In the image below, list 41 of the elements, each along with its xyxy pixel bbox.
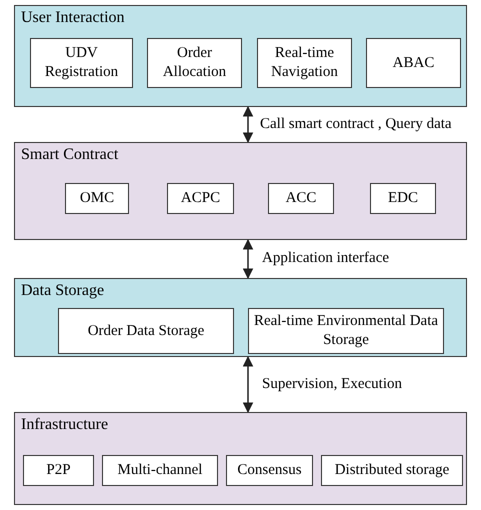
module-label: UDV Registration xyxy=(44,44,120,82)
module-label: OMC xyxy=(80,189,114,208)
module-box xyxy=(226,455,313,486)
layer-title: Smart Contract xyxy=(21,145,118,165)
layer-band xyxy=(14,5,467,107)
double-arrow xyxy=(242,238,254,280)
module-label: Order Allocation xyxy=(162,44,228,82)
layer-title: Infrastructure xyxy=(21,415,108,435)
module-box xyxy=(58,308,234,354)
module-label: ACC xyxy=(286,189,316,208)
module-label: Real-time Environmental Data Storage xyxy=(253,312,439,350)
edge-label: Supervision, Execution xyxy=(262,376,402,392)
layer-title: User Interaction xyxy=(21,8,125,28)
double-arrow xyxy=(242,106,254,144)
module-box xyxy=(102,455,218,486)
edge-label: Application interface xyxy=(262,251,390,266)
module-label: Real-time Navigation xyxy=(270,44,339,82)
module-box xyxy=(23,455,94,486)
double-arrow xyxy=(242,356,254,414)
module-label: Order Data Storage xyxy=(88,322,204,340)
module-box xyxy=(370,183,436,214)
module-label: EDC xyxy=(388,189,418,208)
module-box xyxy=(321,455,463,486)
layer-band xyxy=(14,412,467,505)
layer-band xyxy=(14,142,467,240)
module-label: ABAC xyxy=(392,54,434,72)
module-box xyxy=(268,183,334,214)
edge-label: Call smart contract , Query data xyxy=(260,116,452,132)
module-box xyxy=(257,38,352,88)
module-label: Consensus xyxy=(237,461,302,480)
layer-band xyxy=(14,278,467,357)
module-box xyxy=(366,38,461,88)
module-label: Distributed storage xyxy=(334,461,450,480)
layer-title: Data Storage xyxy=(21,281,104,301)
module-label: ACPC xyxy=(180,189,220,208)
module-box xyxy=(30,38,133,88)
module-label: Multi-channel xyxy=(118,461,202,480)
module-box xyxy=(147,38,242,88)
module-box xyxy=(65,183,129,214)
module-label: P2P xyxy=(46,461,71,480)
module-box xyxy=(167,183,234,214)
